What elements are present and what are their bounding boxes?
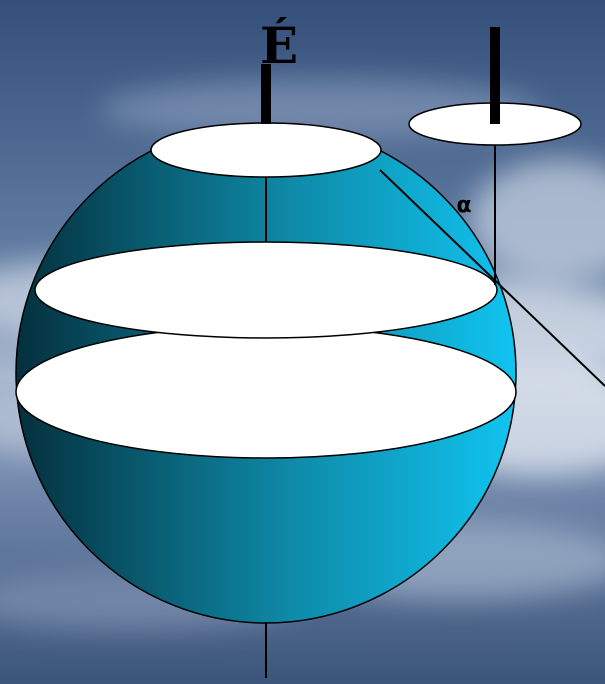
pole-marker-right — [490, 27, 500, 124]
angle-alpha-label: α — [456, 193, 471, 218]
top-letter-label: É — [260, 16, 298, 75]
equator-disc — [16, 326, 516, 458]
polar-cap-disc — [151, 123, 381, 177]
mid-latitude-disc — [35, 242, 497, 338]
